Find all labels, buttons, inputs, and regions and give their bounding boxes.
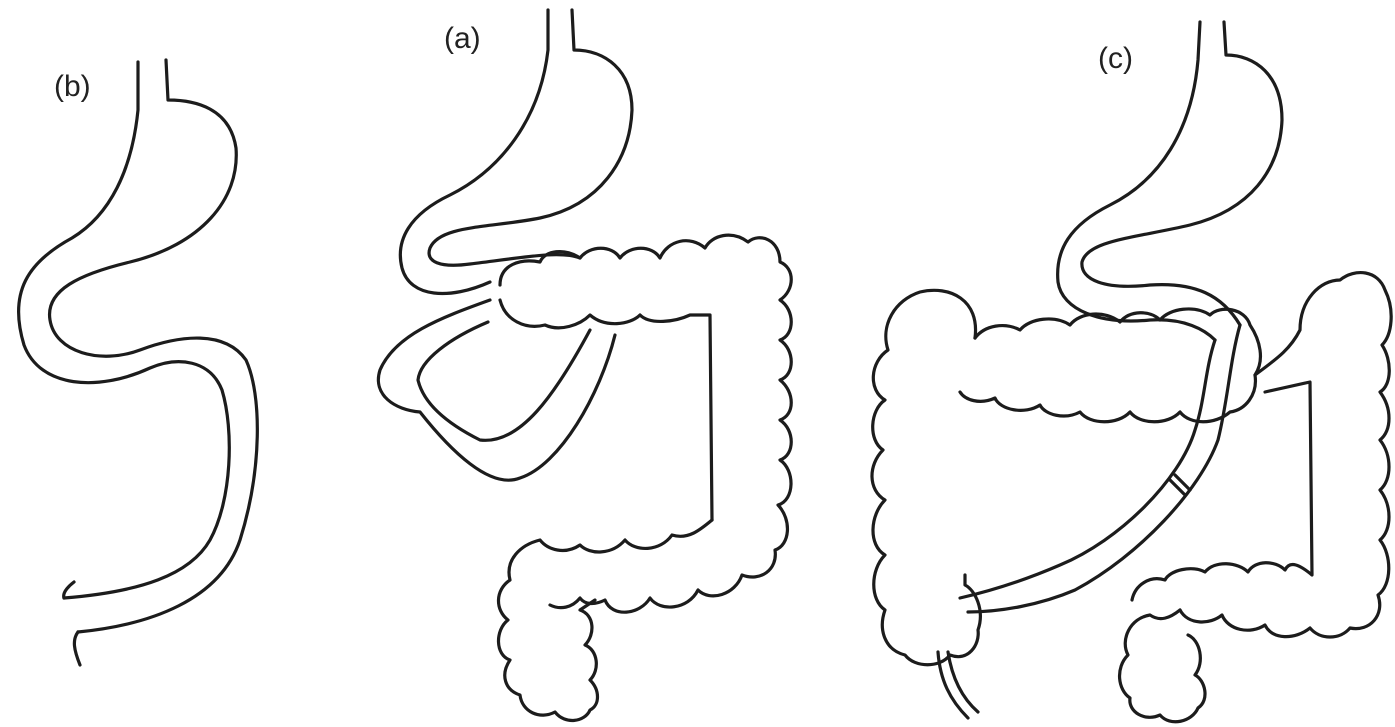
panel-a-colon-inner <box>500 300 712 520</box>
panel-b-esophagus <box>19 62 230 598</box>
panel-a-transverse-colon <box>500 235 791 612</box>
panel-b-drawing <box>19 60 258 665</box>
panel-c-drawing <box>872 22 1391 722</box>
panel-label-b: (b) <box>54 72 91 102</box>
panel-a-jejunal-loop-inner <box>418 322 590 440</box>
panel-a-drawing <box>378 10 791 720</box>
panel-c-descending-colon <box>1120 610 1205 722</box>
panel-label-a: (a) <box>444 24 481 54</box>
panel-b-stomach-outer <box>50 60 258 632</box>
panel-c-transverse-colon <box>960 309 1260 422</box>
panel-c-colon-right <box>872 290 980 664</box>
panel-a-descending-colon <box>498 520 712 720</box>
panel-a-jejunal-loop <box>378 300 615 480</box>
panel-c-jejunal-limb-outer <box>960 340 1215 598</box>
panel-b-jejunum-end-1 <box>64 582 80 665</box>
panel-label-c: (c) <box>1098 44 1133 74</box>
panel-c-stomach-inner <box>1058 22 1215 340</box>
